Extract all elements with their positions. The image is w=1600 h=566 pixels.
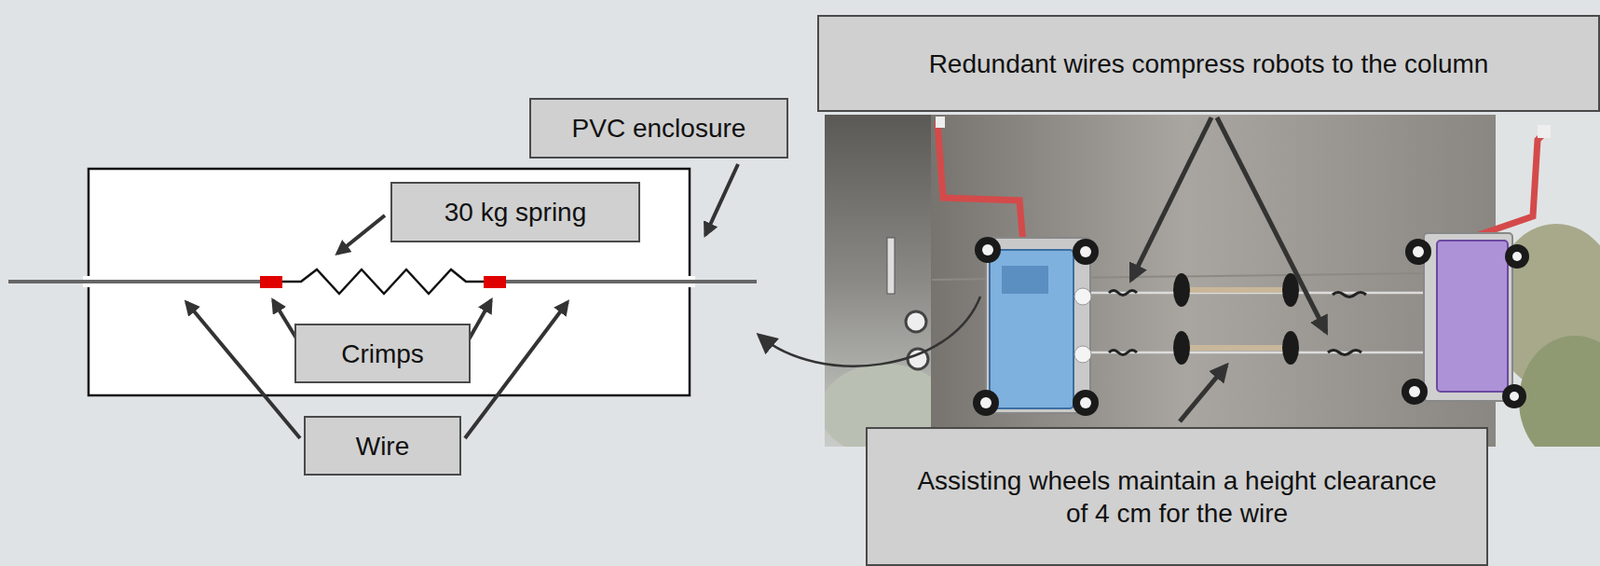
wire-twist [1332,292,1367,298]
leader-arrow [186,301,301,438]
wire-twist [1108,290,1137,296]
callout-box: PVC enclosure [529,97,789,159]
leader-arrow [1217,117,1327,332]
purple-robot-box [1436,240,1508,392]
spring-gap [272,274,487,288]
robot-wheel [1405,238,1432,265]
callout-box: Assisting wheels maintain a height clear… [865,426,1489,566]
wire-passage [82,275,95,288]
wire-spool [1074,287,1092,305]
robot-plate [985,237,1091,413]
wire-passage [683,275,696,288]
wheel-hub [1080,396,1092,409]
leader-arrow [1131,117,1212,280]
red-bracket [1470,130,1547,238]
robot-wheel [1401,378,1428,405]
side-wheel [905,311,927,332]
wire-twist [1327,350,1362,356]
wheel-hub [982,244,994,256]
bracket-tip [1537,124,1551,138]
leader-arrow [1179,365,1227,422]
spring-symbol [282,269,484,294]
callout-text: Crimps [341,337,424,370]
callout-text: Redundant wires compress robots to the c… [929,47,1490,81]
callout-box: Crimps [294,323,471,383]
sky [824,114,1600,447]
leader-arrow [467,300,492,342]
leader-arrow [464,301,568,438]
wire [683,279,696,284]
crimp [483,275,506,288]
callout-box: Wire [303,415,462,476]
wheel-hub [1512,251,1522,261]
red-bracket [937,121,1024,245]
robot-wheel [974,236,1001,263]
pointer-arrow [759,296,981,367]
robot-wheel [972,389,999,416]
robot-wheel [1072,389,1099,416]
crimp [259,275,283,288]
wire-spool [1074,345,1092,363]
leader-arrow [705,164,739,235]
robot-plate [1423,232,1513,401]
side-bracket [887,237,895,294]
axle [1181,344,1291,351]
wheel-hub [1412,246,1424,258]
wheel-hub [1509,391,1519,401]
wire [82,279,95,284]
callout-box: 30 kg spring [390,181,641,243]
wire [1090,351,1436,355]
wheel-hub [1408,385,1421,397]
robot-wheel [1072,238,1099,265]
callout-text: PVC enclosure [572,111,747,145]
wire-twist [1108,350,1137,356]
photo [824,114,1600,447]
wheel-hub [980,396,992,409]
assist-wheel [1282,330,1300,365]
assist-wheel [1173,330,1190,365]
bracket-tip [935,116,945,128]
tree [1518,335,1600,447]
assist-wheel [1173,273,1190,307]
axle [1181,287,1291,293]
callout-text: 30 kg spring [444,195,588,229]
leader-arrow [337,215,385,254]
callout-box: Redundant wires compress robots to the c… [817,14,1600,112]
blue-robot-box [989,249,1074,409]
concrete-column [930,114,1496,447]
callout-text: Wire [355,429,411,463]
robot-wheel [1502,383,1527,409]
circuit-board [1001,265,1049,294]
robot-wheel [1504,244,1530,269]
callout-text: Assisting wheels maintain a height clear… [916,464,1438,530]
wheel-hub [1080,246,1092,258]
